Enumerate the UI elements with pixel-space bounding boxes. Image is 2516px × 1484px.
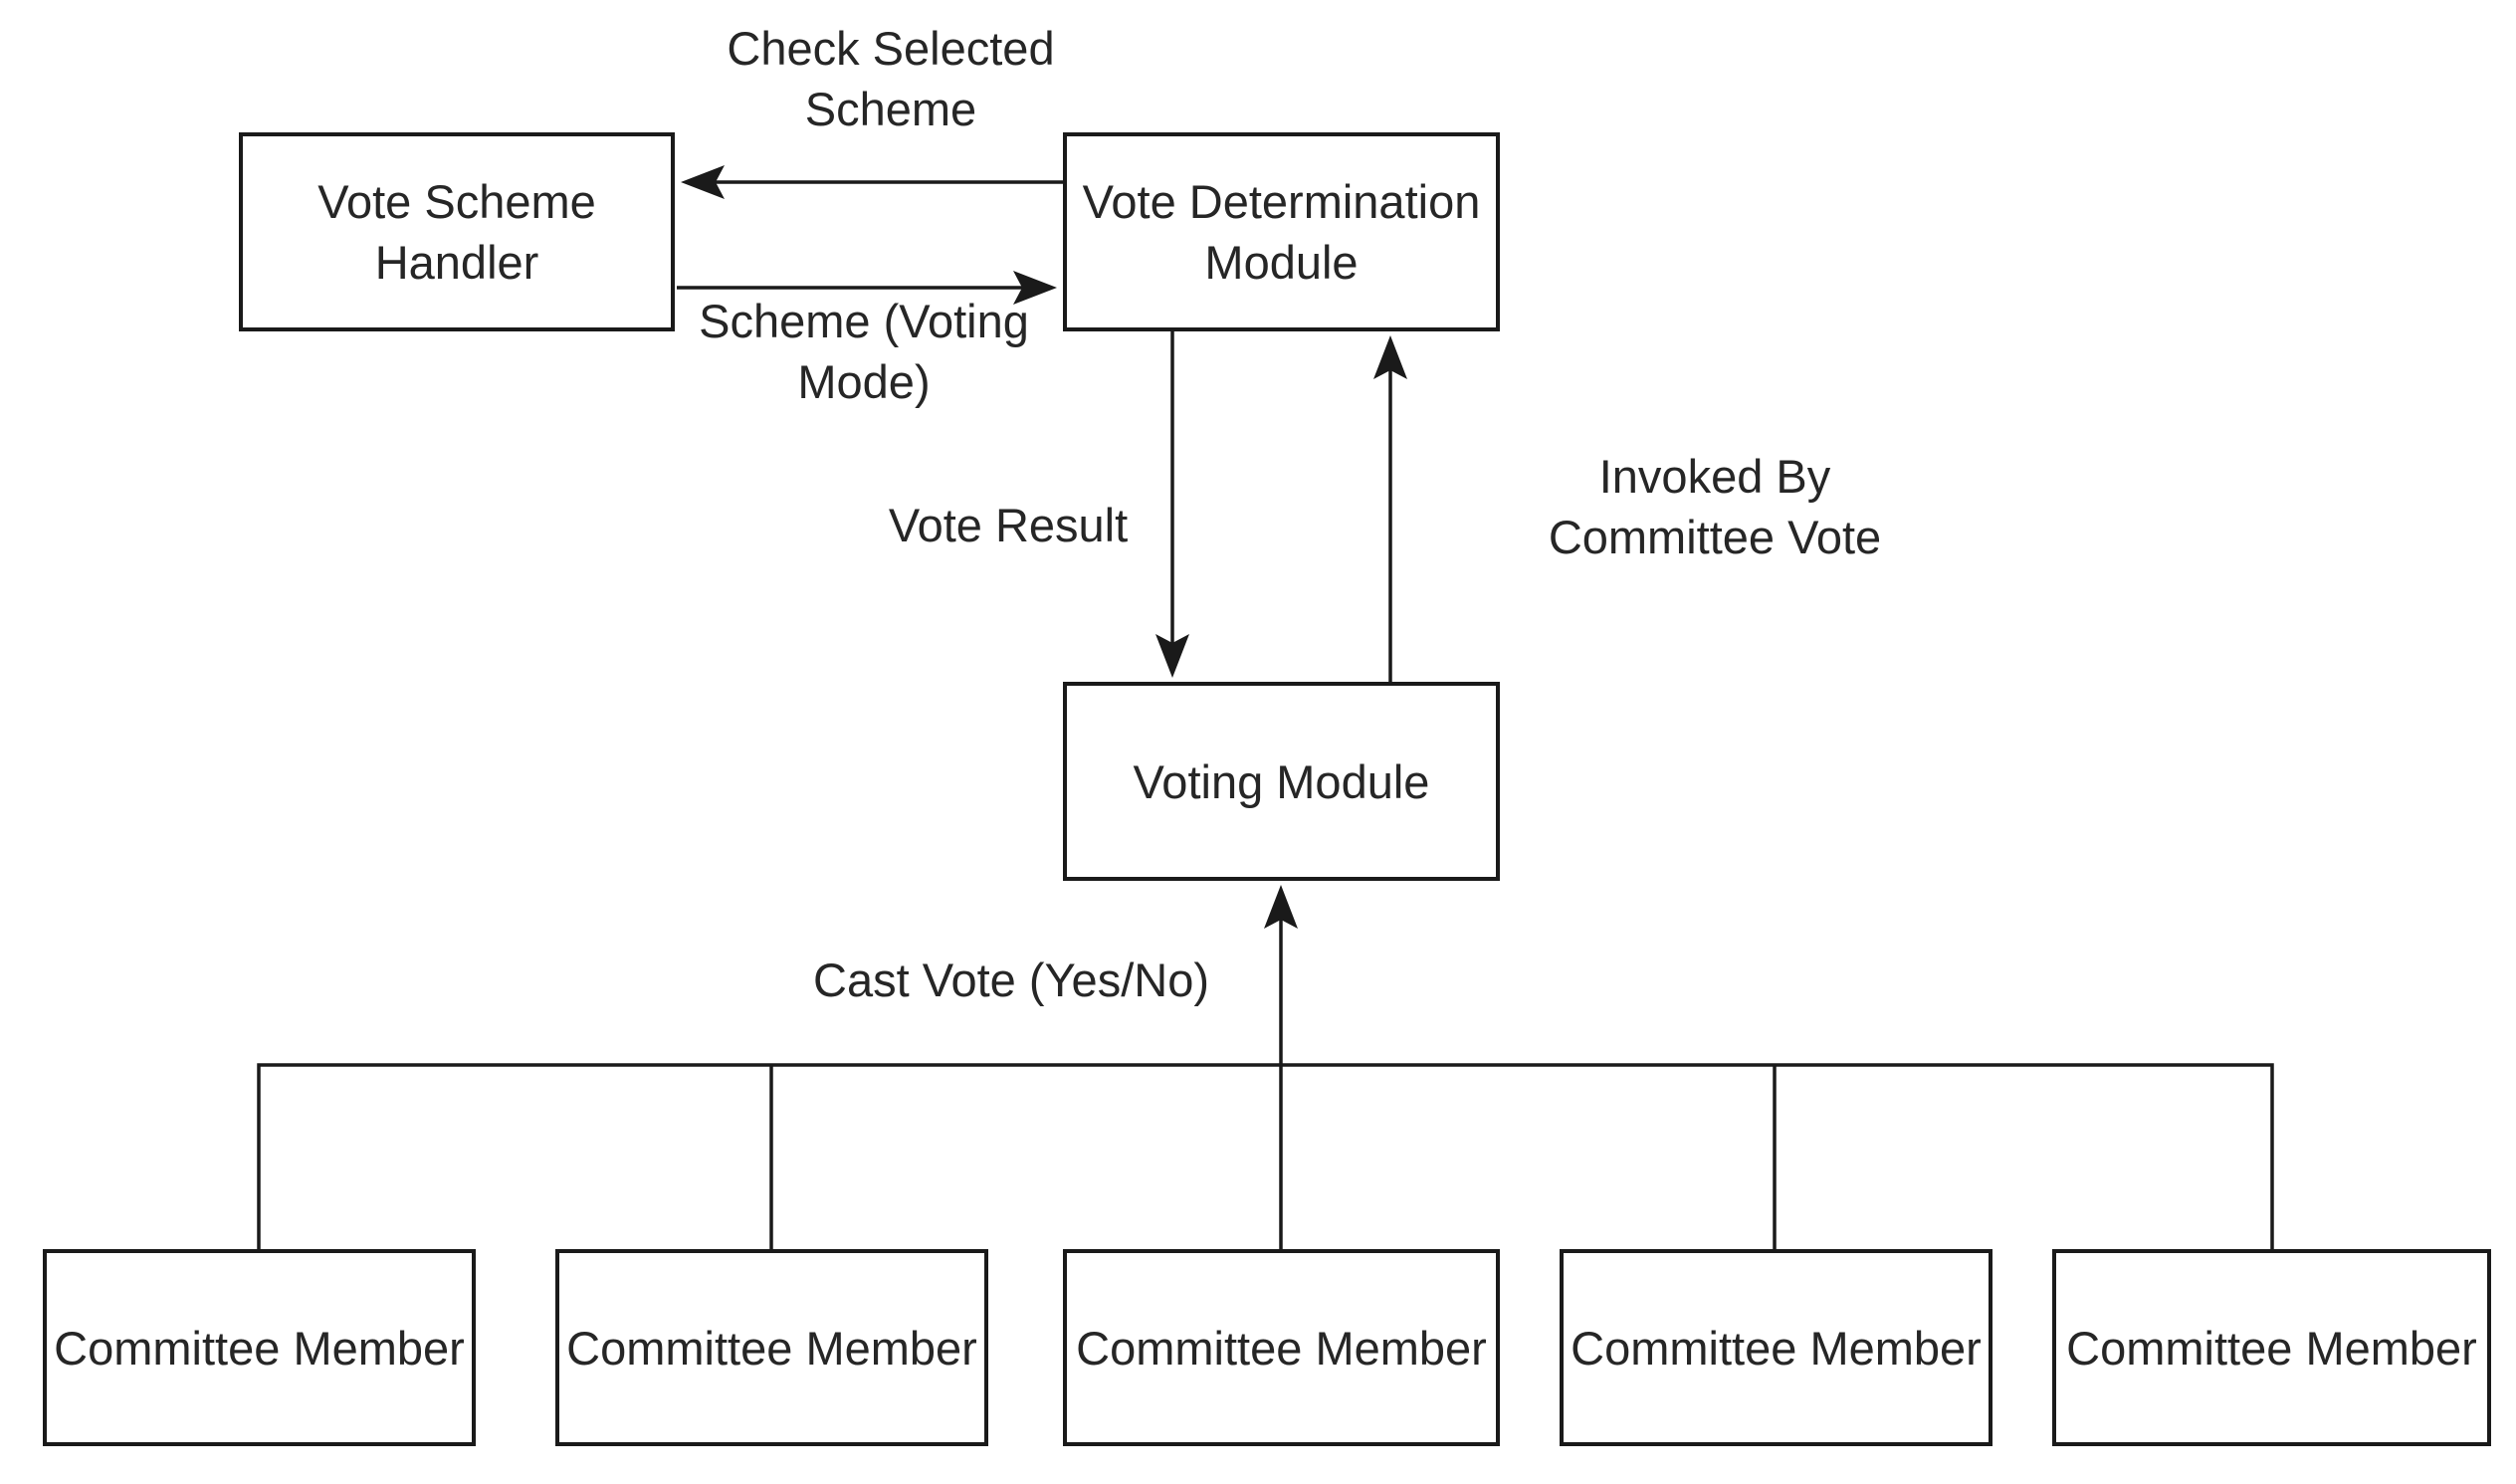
- edge-label-invoked-by-committee-vote: Invoked By Committee Vote: [1548, 450, 1882, 563]
- arrowhead-right-icon: [1013, 271, 1057, 305]
- node-committee-member-3: Committee Member: [1063, 1249, 1500, 1446]
- edge-label-vote-result: Vote Result: [888, 499, 1129, 551]
- node-label: Voting Module: [1133, 754, 1430, 808]
- node-committee-member-4: Committee Member: [1560, 1249, 1992, 1446]
- node-label: Committee Member: [1076, 1321, 1487, 1375]
- arrowhead-up-icon: [1264, 885, 1298, 929]
- node-vote-determination-module: Vote Determination Module: [1063, 132, 1500, 331]
- node-label: Committee Member: [1571, 1321, 1982, 1375]
- node-voting-module: Voting Module: [1063, 682, 1500, 881]
- node-label: Committee Member: [54, 1321, 465, 1375]
- edge-label-cast-vote-yes-no: Cast Vote (Yes/No): [813, 954, 1209, 1006]
- node-label: Vote Determination Module: [1082, 175, 1481, 289]
- node-committee-member-1: Committee Member: [43, 1249, 476, 1446]
- arrowhead-down-icon: [1155, 634, 1189, 678]
- edge-label-scheme-voting-mode: Scheme (Voting Mode): [699, 295, 1029, 408]
- node-label: Committee Member: [566, 1321, 977, 1375]
- edge-label-check-selected-scheme: Check Selected Scheme: [727, 22, 1055, 135]
- node-label: Vote Scheme Handler: [317, 175, 596, 289]
- node-label: Committee Member: [2066, 1321, 2477, 1375]
- arrowhead-left-icon: [681, 165, 725, 199]
- node-vote-scheme-handler: Vote Scheme Handler: [239, 132, 675, 331]
- node-committee-member-2: Committee Member: [555, 1249, 988, 1446]
- arrowhead-up-icon: [1373, 335, 1407, 379]
- edge-cast-vote-bus-line: [257, 1063, 2274, 1254]
- node-committee-member-5: Committee Member: [2052, 1249, 2491, 1446]
